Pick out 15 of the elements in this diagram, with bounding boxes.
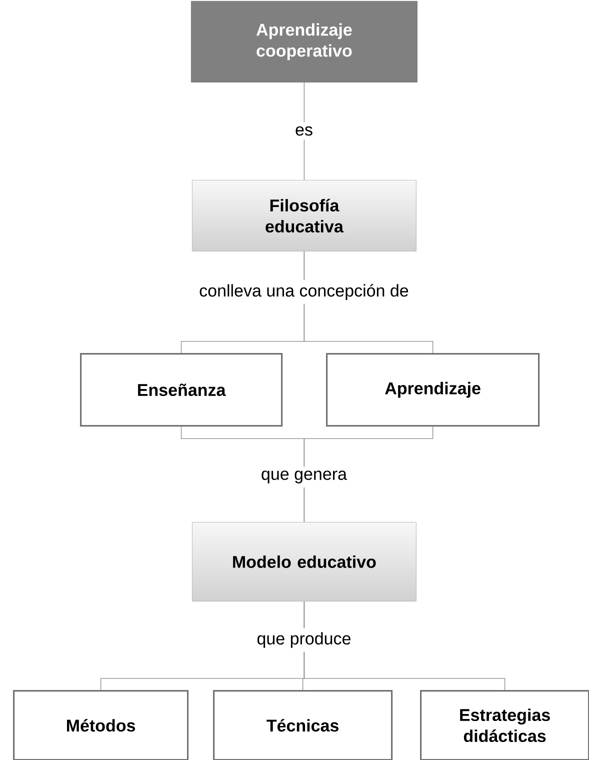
category-box: Enseñanza <box>80 353 283 427</box>
concept-box: Filosofía educativa <box>192 180 416 252</box>
category-box: Estrategias didácticas <box>420 690 589 760</box>
edge-label: conlleva una concepción de <box>195 280 413 304</box>
edge-label: que produce <box>252 628 356 652</box>
connector <box>304 426 434 522</box>
concept-box: Aprendizaje cooperativo <box>191 1 418 82</box>
edge-label: es <box>291 122 317 140</box>
category-box: Técnicas <box>213 690 393 760</box>
concept-box: Modelo educativo <box>192 522 416 602</box>
edge-label: que genera <box>257 466 352 488</box>
category-box: Métodos <box>13 690 189 760</box>
category-box: Aprendizaje <box>326 353 540 427</box>
connector <box>304 601 506 690</box>
connector <box>304 251 434 354</box>
